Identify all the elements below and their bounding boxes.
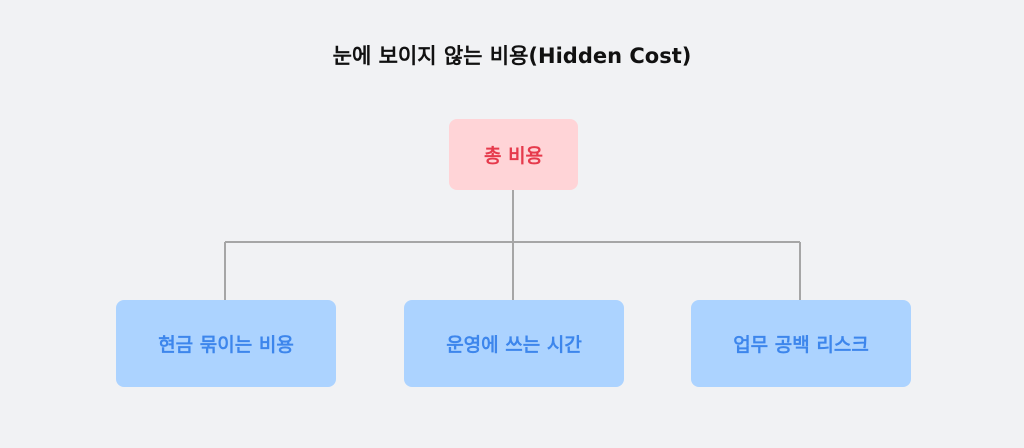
root-node-total-cost: 총 비용 [449,119,578,190]
child-node-work-gap-risk: 업무 공백 리스크 [691,300,911,387]
child-node-label: 현금 묶이는 비용 [158,334,294,356]
root-node-label: 총 비용 [483,145,544,167]
child-node-cash-tied-cost: 현금 묶이는 비용 [116,300,336,387]
child-node-operation-time: 운영에 쓰는 시간 [404,300,624,387]
child-node-label: 운영에 쓰는 시간 [446,334,582,356]
diagram-title: 눈에 보이지 않는 비용(Hidden Cost) [332,44,692,68]
child-node-label: 업무 공백 리스크 [733,334,869,356]
